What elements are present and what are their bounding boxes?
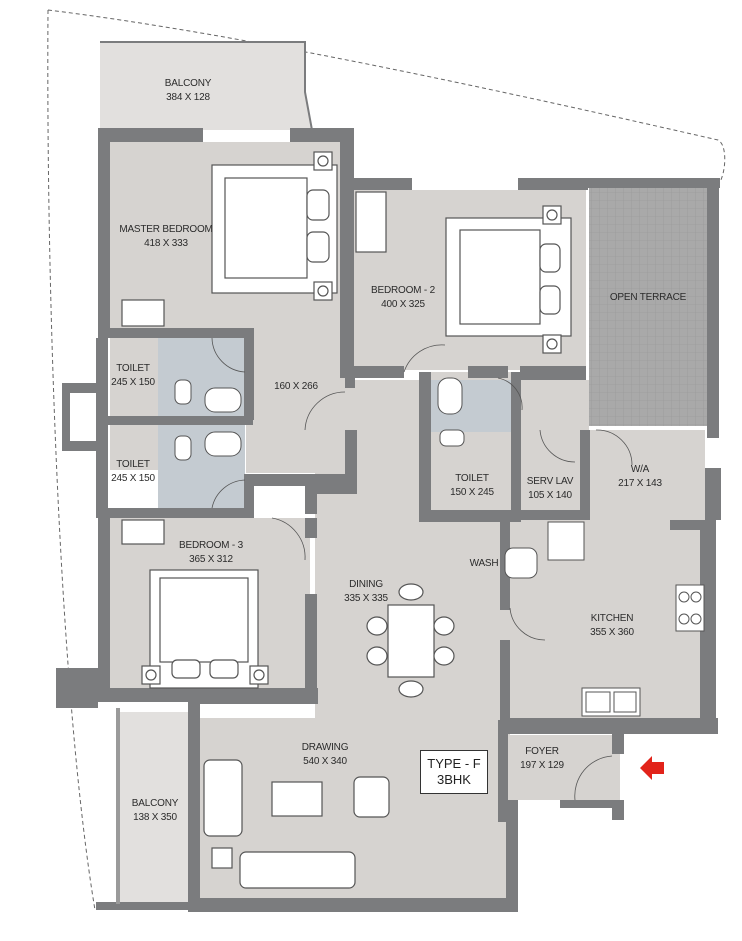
walls [56,128,721,912]
wardrobe [355,191,387,253]
room-size-kitchen: 355 X 360 [590,627,634,638]
room-size-master-bedroom: 418 X 333 [144,238,188,249]
room-size-bedroom-2: 400 X 325 [381,299,425,310]
entry-arrow-icon [640,756,664,780]
room-name-dining: DINING [349,579,383,590]
doors [211,337,633,801]
washbasin-icon [204,377,538,579]
room-size-drawing: 540 X 340 [303,756,347,767]
room-size-foyer: 197 X 129 [520,760,564,771]
bed-icon [445,205,572,354]
room-size-passage: 160 X 266 [274,381,318,392]
room-size-wa: 217 X 143 [618,478,662,489]
room-name-drawing: DRAWING [302,742,349,753]
desk [121,299,165,327]
room-size-balcony-side: 138 X 350 [133,812,177,823]
room-name-bedroom-2: BEDROOM - 2 [371,285,436,296]
room-name-toilet-1: TOILET [116,363,150,374]
room-name-toilet-3: TOILET [455,473,489,484]
room-name-master-bedroom: MASTER BEDROOM [119,224,212,235]
desk [121,519,165,545]
sofa-icon [203,759,390,889]
room-size-serv-lav: 105 X 140 [528,490,572,501]
stove-icon [675,584,705,632]
plot-boundary [47,9,726,911]
room-size-toilet-3: 150 X 245 [450,487,494,498]
room-size-balcony-top: 384 X 128 [166,92,210,103]
room-name-toilet-2: TOILET [116,459,150,470]
dining-table-icon [366,583,455,698]
sink-icon [581,687,641,717]
unit-type-tag: TYPE - F 3BHK [420,750,488,794]
room-size-dining: 335 X 335 [344,593,388,604]
balcony-side-rail [116,708,120,904]
room-name-serv-lav: SERV LAV [527,476,574,487]
room-name-bedroom-3: BEDROOM - 3 [179,540,244,551]
room-size-toilet-1: 245 X 150 [111,377,155,388]
balcony-top-rail [100,41,313,131]
wc-icon [174,379,465,461]
room-name-kitchen: KITCHEN [591,613,634,624]
room-name-wash: WASH [470,558,499,569]
room-size-bedroom-3: 365 X 312 [189,554,233,565]
room-name-balcony-side: BALCONY [132,798,179,809]
room-name-balcony-top: BALCONY [165,78,212,89]
unit-type-line1: TYPE - F [427,756,481,771]
room-name-wa: W/A [631,464,650,475]
fridge [547,521,585,561]
bed-icon [211,151,338,301]
unit-type-line2: 3BHK [437,772,471,787]
room-name-foyer: FOYER [525,746,558,757]
bed-icon [141,569,269,689]
room-name-open-terrace: OPEN TERRACE [610,292,687,303]
room-size-toilet-2: 245 X 150 [111,473,155,484]
open-terrace-floor [589,186,717,426]
room-labels: BALCONY 384 X 128 MASTER BEDROOM 418 X 3… [111,78,687,823]
